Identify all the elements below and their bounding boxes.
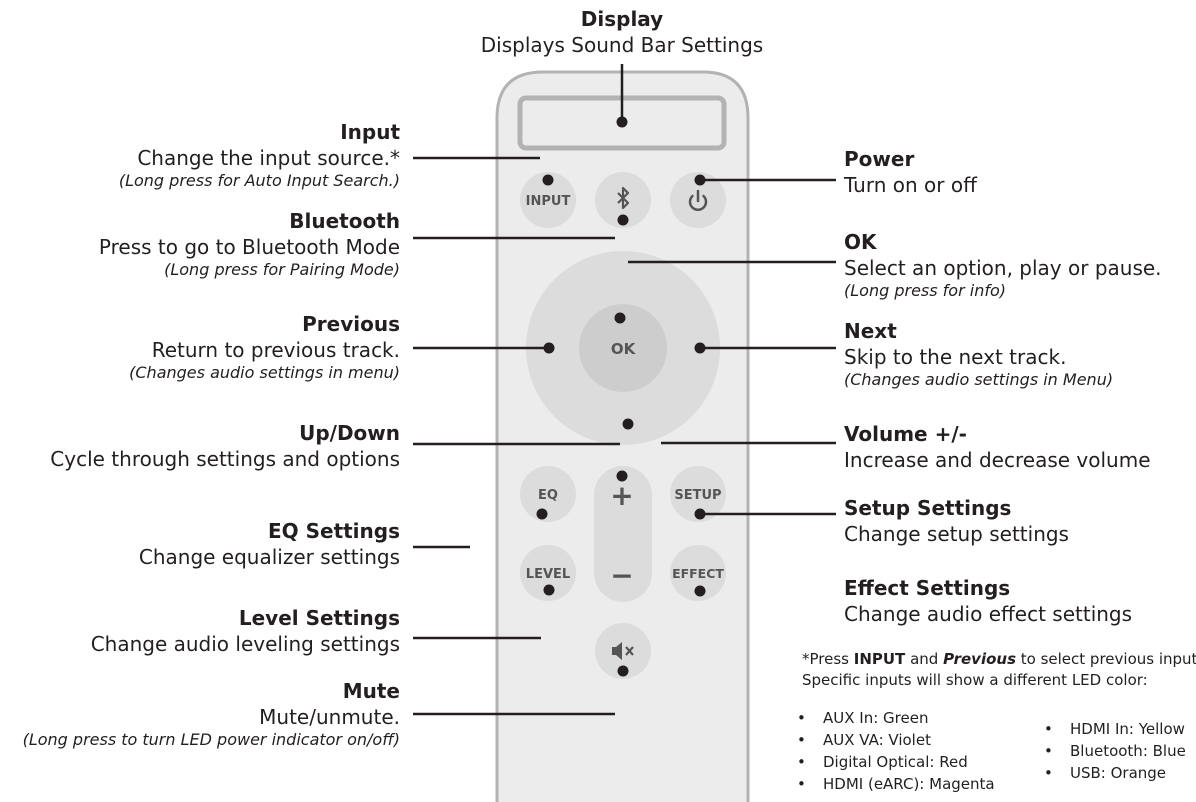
previous-label: Previous Return to previous track. (Chan…	[129, 313, 400, 382]
bluetooth-note: (Long press for Pairing Mode)	[164, 260, 400, 279]
display-desc: Displays Sound Bar Settings	[480, 33, 764, 57]
led-color-item: Digital Optical: Red	[797, 751, 995, 773]
updown-label: Up/Down Cycle through settings and optio…	[50, 422, 400, 471]
mute-desc: Mute/unmute.	[259, 705, 400, 729]
callout-lines	[413, 64, 836, 716]
effect-label: Effect Settings Change audio effect sett…	[844, 577, 1132, 626]
setup-title: Setup Settings	[844, 496, 1012, 520]
eq-label: EQ Settings Change equalizer settings	[139, 520, 400, 569]
footnote-prefix: *Press	[802, 650, 854, 668]
next-desc: Skip to the next track.	[844, 345, 1067, 369]
ok-label: OK Select an option, play or pause. (Lon…	[844, 231, 1162, 300]
updown-desc: Cycle through settings and options	[50, 447, 400, 471]
setup-desc: Change setup settings	[844, 522, 1069, 546]
mute-label: Mute Mute/unmute. (Long press to turn LE…	[23, 680, 400, 749]
display-title: Display	[580, 7, 664, 31]
setup-label: Setup Settings Change setup settings	[844, 497, 1069, 546]
previous-title: Previous	[302, 312, 400, 336]
volume-label: Volume +/- Increase and decrease volume	[844, 423, 1151, 472]
led-color-item: USB: Orange	[1044, 762, 1186, 784]
footnote-suffix: to select previous input	[1016, 650, 1196, 668]
input-button[interactable]: INPUT	[520, 172, 576, 228]
led-color-item: AUX In: Green	[797, 707, 995, 729]
power-button[interactable]	[670, 172, 726, 228]
footnote-input: INPUT	[853, 650, 906, 668]
level-title: Level Settings	[238, 606, 400, 630]
next-title: Next	[844, 319, 897, 343]
previous-desc: Return to previous track.	[151, 338, 400, 362]
bluetooth-title: Bluetooth	[289, 209, 400, 233]
setup-button[interactable]: SETUP	[670, 466, 726, 522]
ok-button-label: OK	[611, 340, 637, 358]
effect-button-label: EFFECT	[672, 566, 724, 581]
led-color-item: HDMI In: Yellow	[1044, 718, 1186, 740]
power-title: Power	[844, 147, 915, 171]
footnote-line1: *Press INPUT and Previous to select prev…	[802, 649, 1196, 670]
effect-button[interactable]: EFFECT	[670, 545, 726, 601]
ok-button[interactable]: OK	[579, 304, 667, 392]
mute-title: Mute	[342, 679, 400, 703]
led-color-item: Bluetooth: Blue	[1044, 740, 1186, 762]
volume-desc: Increase and decrease volume	[844, 448, 1151, 472]
level-label: Level Settings Change audio leveling set…	[91, 607, 400, 656]
setup-button-label: SETUP	[674, 488, 721, 503]
eq-desc: Change equalizer settings	[138, 545, 400, 569]
volume-minus-label[interactable]: −	[610, 559, 633, 592]
next-note: (Changes audio settings in Menu)	[844, 370, 1114, 389]
bluetooth-desc: Press to go to Bluetooth Mode	[98, 235, 400, 259]
eq-title: EQ Settings	[267, 519, 400, 543]
callout-dots	[536, 116, 706, 677]
footnote-previous: Previous	[943, 650, 1016, 668]
input-desc: Change the input source.*	[137, 146, 400, 170]
effect-desc: Change audio effect settings	[844, 602, 1133, 626]
display-label: Display Displays Sound Bar Settings	[472, 8, 772, 57]
previous-note: (Changes audio settings in menu)	[129, 363, 400, 382]
input-title: Input	[340, 120, 400, 144]
input-button-label: INPUT	[526, 194, 571, 209]
volume-title: Volume +/-	[844, 422, 967, 446]
mute-note: (Long press to turn LED power indicator …	[22, 730, 400, 749]
updown-title: Up/Down	[299, 421, 400, 445]
led-color-list-right: HDMI In: Yellow Bluetooth: Blue USB: Ora…	[1044, 718, 1186, 784]
mute-icon	[612, 642, 634, 660]
level-desc: Change audio leveling settings	[90, 632, 400, 656]
eq-button[interactable]: EQ	[520, 466, 576, 522]
level-button[interactable]: LEVEL	[520, 545, 576, 601]
footnote-and: and	[905, 650, 944, 668]
ok-note: (Long press for info)	[844, 281, 1006, 300]
led-color-list-left: AUX In: Green AUX VA: Violet Digital Opt…	[797, 707, 995, 795]
volume-rocker[interactable]: + −	[594, 466, 652, 602]
eq-button-label: EQ	[538, 488, 558, 503]
bluetooth-button[interactable]	[595, 172, 651, 228]
input-label: Input Change the input source.* (Long pr…	[119, 121, 400, 190]
footnote: *Press INPUT and Previous to select prev…	[802, 649, 1196, 691]
ok-title: OK	[844, 230, 877, 254]
power-icon	[688, 189, 708, 211]
level-button-label: LEVEL	[526, 567, 570, 582]
footnote-line2: Specific inputs will show a different LE…	[802, 671, 1148, 689]
volume-plus-label[interactable]: +	[610, 479, 633, 512]
power-desc: Turn on or off	[844, 173, 977, 197]
mute-button[interactable]	[595, 623, 651, 679]
led-color-item: AUX VA: Violet	[797, 729, 995, 751]
next-label: Next Skip to the next track. (Changes au…	[844, 320, 1113, 389]
led-color-item: HDMI (eARC): Magenta	[797, 773, 995, 795]
bluetooth-label: Bluetooth Press to go to Bluetooth Mode …	[99, 210, 400, 279]
effect-title: Effect Settings	[844, 576, 1011, 600]
ok-desc: Select an option, play or pause.	[844, 256, 1162, 280]
bluetooth-icon	[617, 186, 630, 210]
input-note: (Long press for Auto Input Search.)	[118, 171, 400, 190]
power-label: Power Turn on or off	[844, 148, 977, 197]
